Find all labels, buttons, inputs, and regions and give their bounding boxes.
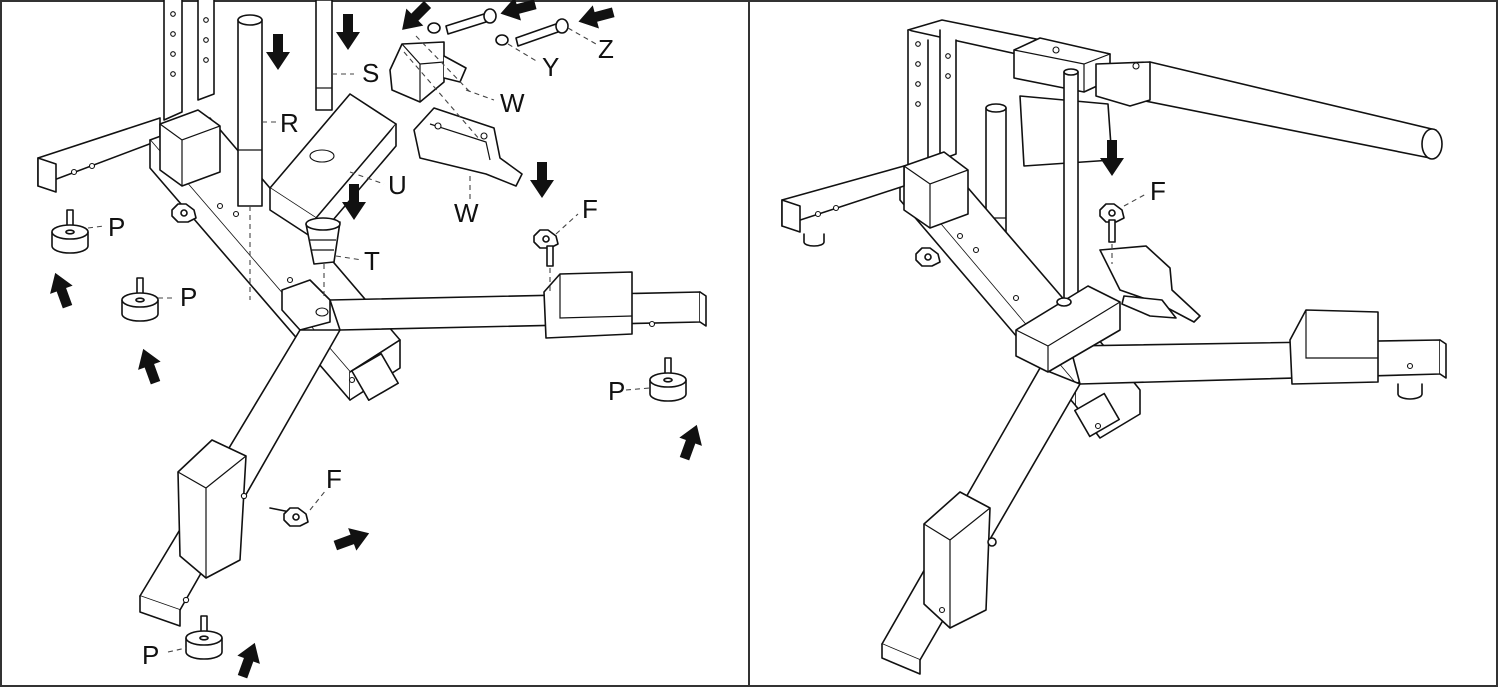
label-f-front: F	[326, 464, 342, 494]
knob-f-right-panel	[1099, 193, 1147, 264]
bracket-w-top	[389, 41, 467, 103]
foot-pad-p1	[51, 209, 89, 254]
right-leg-tube	[329, 271, 707, 339]
rear-leg-right	[781, 165, 905, 247]
rear-left-leg-tube	[37, 117, 161, 193]
label-z: Z	[598, 34, 614, 64]
label-p2: P	[180, 282, 197, 312]
label-y: Y	[542, 52, 559, 82]
knob-f-right	[533, 229, 559, 292]
label-s: S	[362, 58, 379, 88]
left-panel: S R U T W W Y Z F F P P P P	[37, 0, 709, 681]
label-p4: P	[142, 640, 159, 670]
rear-upright	[163, 0, 215, 121]
right-panel: F	[781, 19, 1447, 675]
leader-lines	[87, 27, 651, 653]
top-frame	[907, 19, 1443, 181]
front-leg-tube	[139, 329, 341, 627]
front-leg-right	[881, 367, 1081, 675]
foot-pad-p2	[121, 277, 159, 322]
foot-pad-p3	[649, 357, 687, 402]
label-u: U	[388, 170, 407, 200]
side-knob-right-icon	[915, 247, 941, 267]
adapter-t	[305, 217, 341, 300]
label-r: R	[280, 108, 299, 138]
knob-f-front	[269, 507, 309, 527]
label-w-bottom: W	[454, 198, 479, 228]
post-r	[237, 14, 263, 300]
label-f-right-panel: F	[1150, 176, 1166, 206]
clamp-block	[1015, 245, 1201, 373]
label-t: T	[364, 246, 380, 276]
label-f-right: F	[582, 194, 598, 224]
right-leg-right	[1069, 309, 1447, 400]
clamp-w-bottom	[413, 107, 523, 187]
label-w-top: W	[500, 88, 525, 118]
post-s	[315, 0, 333, 111]
bolts-y-z	[427, 8, 569, 47]
label-p3: P	[608, 376, 625, 406]
sleeve-u	[269, 93, 397, 241]
foot-pad-p4	[185, 615, 223, 660]
label-p1: P	[108, 212, 125, 242]
